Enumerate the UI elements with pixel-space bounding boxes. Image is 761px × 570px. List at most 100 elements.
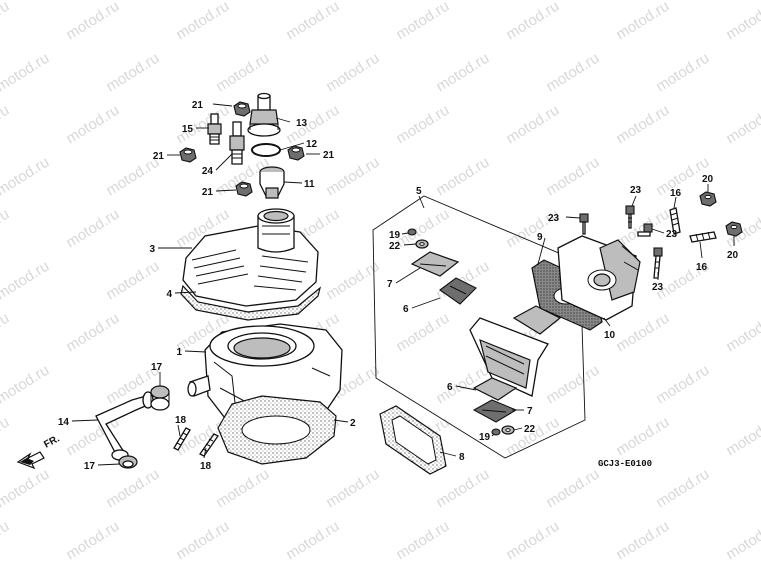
callout-22-bottom: 22 <box>524 424 536 435</box>
intake-manifold <box>557 235 641 321</box>
callout-3: 3 <box>149 244 155 255</box>
nut-21-left <box>179 147 197 163</box>
callout-16-bottom: 16 <box>696 262 708 273</box>
watermark-text: motod.ru <box>613 310 672 356</box>
o-ring <box>251 143 281 157</box>
callout-13: 13 <box>296 118 308 129</box>
watermark-text: motod.ru <box>0 362 52 408</box>
stud-bolt-left <box>173 427 191 451</box>
watermark-text: motod.ru <box>0 50 52 96</box>
stud-16-bottom <box>689 231 717 243</box>
callout-8: 8 <box>459 452 465 463</box>
callout-23-d: 23 <box>652 282 664 293</box>
plug-24 <box>229 121 245 165</box>
watermark-text: motod.ru <box>503 518 562 564</box>
reed-gasket <box>379 405 447 475</box>
watermark-text: motod.ru <box>723 310 761 356</box>
callout-9: 9 <box>537 232 543 243</box>
watermark-text: motod.ru <box>0 466 52 512</box>
watermark-text: motod.ru <box>613 414 672 460</box>
watermark-text: motod.ru <box>103 258 162 304</box>
callout-7-top: 7 <box>387 279 393 290</box>
watermark-text: motod.ru <box>63 102 122 148</box>
watermark-text: motod.ru <box>63 518 122 564</box>
callout-19-top: 19 <box>389 230 401 241</box>
callout-23-b: 23 <box>630 185 642 196</box>
watermark-text: motod.ru <box>543 466 602 512</box>
callout-24: 24 <box>202 166 214 177</box>
callout-19-bottom: 19 <box>479 432 491 443</box>
cylinder-head <box>182 208 319 307</box>
watermark-text: motod.ru <box>0 0 12 43</box>
nut-20-bottom <box>725 221 743 237</box>
reed-stopper-top <box>410 251 460 277</box>
callout-labels: 21 15 21 24 21 13 12 21 11 3 4 1 17 14 1… <box>58 100 739 472</box>
callout-20-bottom: 20 <box>727 250 739 261</box>
watermark-text: motod.ru <box>653 466 712 512</box>
watermark-text: motod.ru <box>723 414 761 460</box>
reed-petal-top <box>439 277 477 305</box>
bolt-23-a <box>579 213 589 235</box>
callout-23-a: 23 <box>548 213 560 224</box>
callout-4: 4 <box>166 289 172 300</box>
callout-11: 11 <box>304 179 315 190</box>
callout-21-left: 21 <box>153 151 165 162</box>
watermark-text: motod.ru <box>173 518 232 564</box>
stud-bolt-right <box>199 433 219 457</box>
thermo-fitting <box>259 166 285 199</box>
water-hose <box>95 395 151 460</box>
watermark-text: motod.ru <box>653 362 712 408</box>
reed-valve-block <box>469 305 562 397</box>
watermark-text: motod.ru <box>723 518 761 564</box>
leader-lines <box>71 103 735 466</box>
watermark-text: motod.ru <box>63 206 122 252</box>
callout-21-right: 21 <box>323 150 335 161</box>
front-label: FR. <box>42 433 62 450</box>
watermark-text: motod.ru <box>0 310 12 356</box>
callout-18-right: 18 <box>200 461 212 472</box>
callout-2: 2 <box>350 418 356 429</box>
watermark-text: motod.ru <box>0 518 12 564</box>
watermark-text: motod.ru <box>433 154 492 200</box>
callout-1: 1 <box>176 347 182 358</box>
watermark-text: motod.ru <box>543 50 602 96</box>
callout-20-top: 20 <box>702 174 714 185</box>
watermark-text: motod.ru <box>433 50 492 96</box>
water-outlet-fitting <box>247 92 281 137</box>
watermark-text: motod.ru <box>543 154 602 200</box>
reed-petal-bottom <box>472 377 518 401</box>
watermark-text: motod.ru <box>283 518 342 564</box>
callout-5: 5 <box>416 186 422 197</box>
watermark-text: motod.ru <box>503 414 562 460</box>
watermark-text: motod.ru <box>0 258 52 304</box>
watermark-text: motod.ru <box>103 50 162 96</box>
watermark-text: motod.ru <box>723 0 761 43</box>
watermark-text: motod.ru <box>543 362 602 408</box>
nut-21-top <box>233 101 251 117</box>
watermark-text: motod.ru <box>173 0 232 43</box>
watermark-text: motod.ru <box>63 310 122 356</box>
washer-22-bottom <box>501 425 515 435</box>
watermark-text: motod.ru <box>653 50 712 96</box>
stud-16-top <box>669 207 681 235</box>
callout-17-upper: 17 <box>151 362 163 373</box>
reed-valve-group-outline <box>372 195 586 459</box>
watermark-text: motod.ru <box>323 50 382 96</box>
bolt-23-d <box>653 247 663 279</box>
watermark-text: motod.ru <box>503 0 562 43</box>
watermark-text: motod.ru <box>613 518 672 564</box>
watermark-text: motod.ru <box>0 154 52 200</box>
watermark-text: motod.ru <box>393 0 452 43</box>
callout-21-top: 21 <box>192 100 204 111</box>
watermark-text: motod.ru <box>393 310 452 356</box>
screw-19-top <box>407 228 417 236</box>
callout-23-c: 23 <box>666 229 678 240</box>
watermark-text: motod.ru <box>613 102 672 148</box>
bolt-23-c <box>637 223 653 237</box>
nut-20-top <box>699 191 717 207</box>
callout-17-lower: 17 <box>84 461 96 472</box>
callout-10: 10 <box>604 330 616 341</box>
screw-19-bottom <box>491 428 501 436</box>
